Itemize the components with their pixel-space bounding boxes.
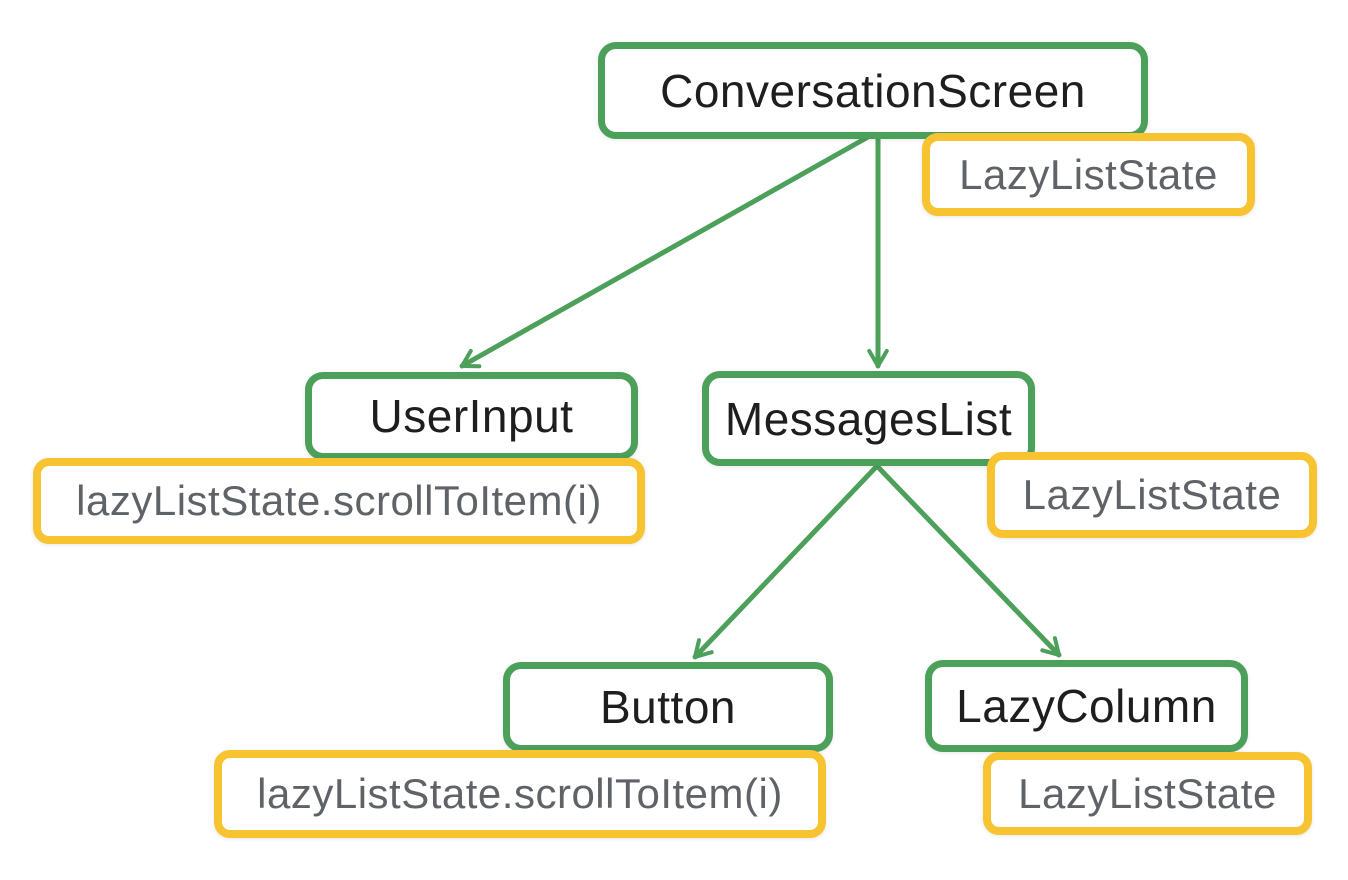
state-badge-user-input: lazyListState.scrollToItem(i) bbox=[33, 458, 645, 544]
state-badge-button: lazyListState.scrollToItem(i) bbox=[214, 750, 826, 838]
state-badge-conversation-screen: LazyListState bbox=[922, 133, 1255, 216]
node-button: Button bbox=[503, 662, 833, 752]
edge-messageslist-button bbox=[692, 463, 880, 660]
state-badge-lazy-column: LazyListState bbox=[983, 752, 1312, 835]
node-conversation-screen: ConversationScreen bbox=[598, 42, 1148, 139]
node-user-input: UserInput bbox=[305, 372, 638, 460]
node-messages-list: MessagesList bbox=[702, 371, 1035, 466]
state-badge-messages-list: LazyListState bbox=[987, 452, 1317, 538]
node-lazy-column: LazyColumn bbox=[925, 660, 1248, 752]
edge-conversationscreen-userinput bbox=[459, 134, 871, 369]
